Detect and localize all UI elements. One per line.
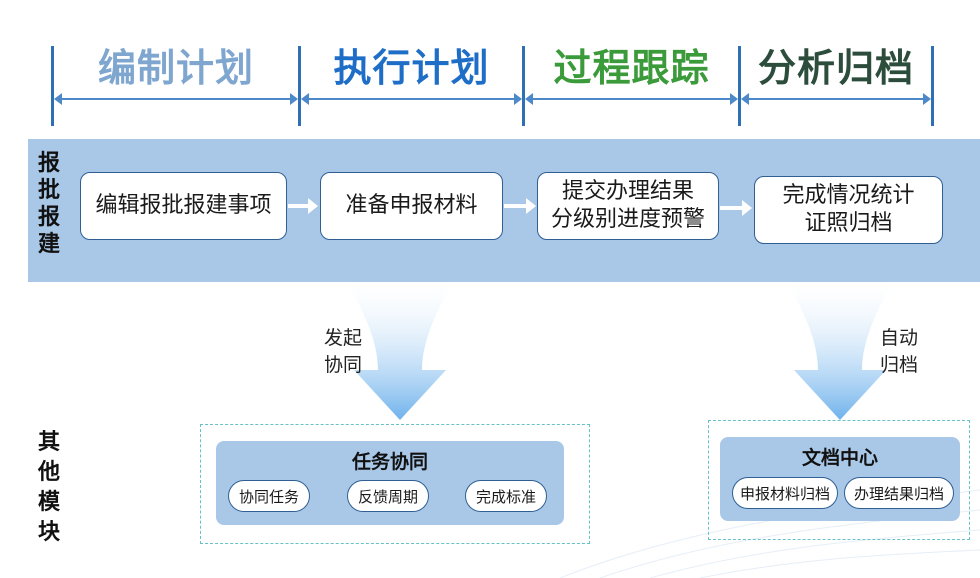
phase-title: 编制计划: [97, 46, 254, 90]
doc-module-title: 文档中心: [801, 447, 878, 469]
step-box: 完成情况统计 证照归档: [754, 176, 943, 244]
arrow-caption-line: 协同: [323, 354, 362, 376]
task-item-pill: 反馈周期: [347, 480, 429, 512]
phase-title: 过程跟踪: [553, 46, 710, 90]
step-box: 准备申报材料: [320, 172, 503, 240]
task-item-pill: 协同任务: [228, 480, 310, 512]
step-box: 提交办理结果 分级别进度预警: [537, 172, 719, 240]
flow-arrow: [288, 198, 318, 214]
doc-item-pill: 办理结果归档: [844, 477, 954, 509]
step-text: 准备申报材料: [345, 193, 478, 218]
step-text: 提交办理结果: [561, 179, 694, 204]
phase-divider: [738, 46, 741, 126]
step-text: 分级别进度预警: [550, 207, 705, 232]
task-item-pill: 完成标准: [465, 480, 547, 512]
arrow-caption: 自动 归档: [874, 325, 924, 379]
phase-divider: [931, 46, 934, 126]
modules-label: 其他模块: [37, 430, 60, 545]
step-text: 完成情况统计: [782, 183, 915, 208]
task-module-title: 任务协同: [351, 451, 428, 473]
task-module-frame: [200, 424, 590, 544]
arrow-caption-line: 归档: [879, 354, 918, 376]
phase-divider: [51, 46, 54, 126]
arrow-caption-line: 自动: [879, 327, 918, 349]
down-arrow: [348, 284, 452, 420]
phase-span-arrow: [525, 93, 738, 105]
arrow-caption: 发起 协同: [318, 325, 368, 379]
step-text: 编辑报批报建事项: [95, 193, 272, 218]
step-text: 证照归档: [804, 211, 893, 236]
phase-divider: [298, 46, 301, 126]
arrow-caption-line: 发起: [323, 327, 362, 349]
phase-span-arrow: [301, 93, 522, 105]
flow-arrow: [504, 198, 536, 214]
down-arrow: [788, 284, 892, 420]
doc-module: 文档中心 申报材料归档 办理结果归档: [720, 437, 960, 521]
doc-module-frame: [708, 420, 970, 540]
phase-span-arrow: [741, 93, 931, 105]
doc-item-pill: 申报材料归档: [732, 477, 838, 509]
band-label: 报批报建: [37, 151, 60, 257]
step-box: 编辑报批报建事项: [80, 172, 287, 240]
phase-title: 执行计划: [333, 46, 490, 90]
phase-title: 分析归档: [757, 46, 914, 90]
phase-divider: [522, 46, 525, 126]
task-module: 任务协同 协同任务 反馈周期 完成标准: [216, 441, 564, 525]
flow-arrow: [720, 200, 752, 216]
phase-span-arrow: [54, 93, 298, 105]
